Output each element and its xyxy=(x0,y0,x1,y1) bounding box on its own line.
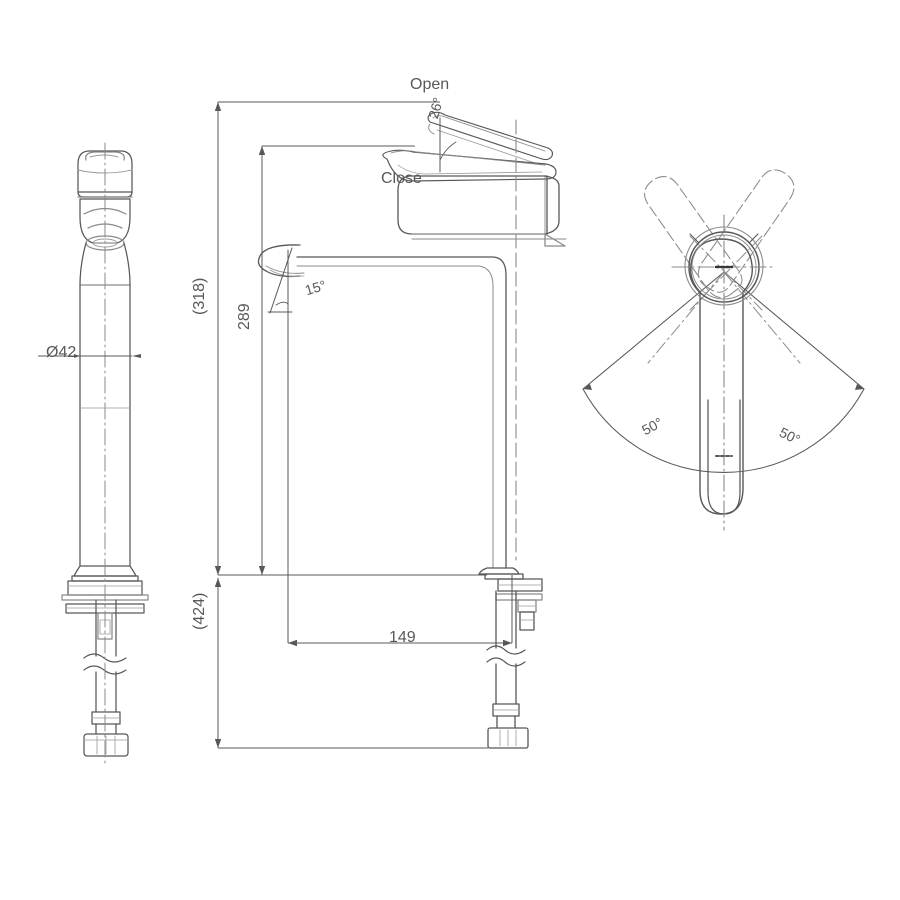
handle-ghost-left xyxy=(697,169,795,293)
handle-ghost-right xyxy=(644,176,743,299)
handle-swing-sector xyxy=(582,271,865,473)
label-close: Close xyxy=(381,170,422,187)
dimension-label-overall-height: (318) xyxy=(191,277,208,315)
angle-15-marker xyxy=(267,247,293,314)
dimension-label-body-diameter: Ø42 xyxy=(46,344,77,361)
side-mounting-hardware xyxy=(478,567,543,631)
view-front-elevation xyxy=(61,142,149,765)
angle-26-marker xyxy=(439,117,457,173)
dimension-label-spout-height: 289 xyxy=(236,303,253,330)
view-top-plan xyxy=(582,169,865,531)
label-open: Open xyxy=(410,76,450,93)
dimension-set xyxy=(214,101,513,749)
side-supply-hose xyxy=(486,590,529,749)
front-supply-hose xyxy=(83,599,129,757)
lever-open-position xyxy=(427,111,554,166)
dimension-hose-length xyxy=(214,578,488,749)
faucet-body-head xyxy=(397,175,567,247)
dimension-spout-height xyxy=(258,145,415,575)
dimension-spout-reach xyxy=(287,313,513,647)
dimension-overall-height xyxy=(214,101,487,576)
dimension-label-spout-reach: 149 xyxy=(389,629,416,646)
lever-close-position xyxy=(382,149,557,182)
top-head-ticks xyxy=(689,233,759,244)
top-centerlines xyxy=(671,214,777,531)
dimension-label-hose-length: (424) xyxy=(191,592,208,630)
dimension-body-diameter xyxy=(38,354,141,358)
view-side-elevation xyxy=(257,111,567,749)
